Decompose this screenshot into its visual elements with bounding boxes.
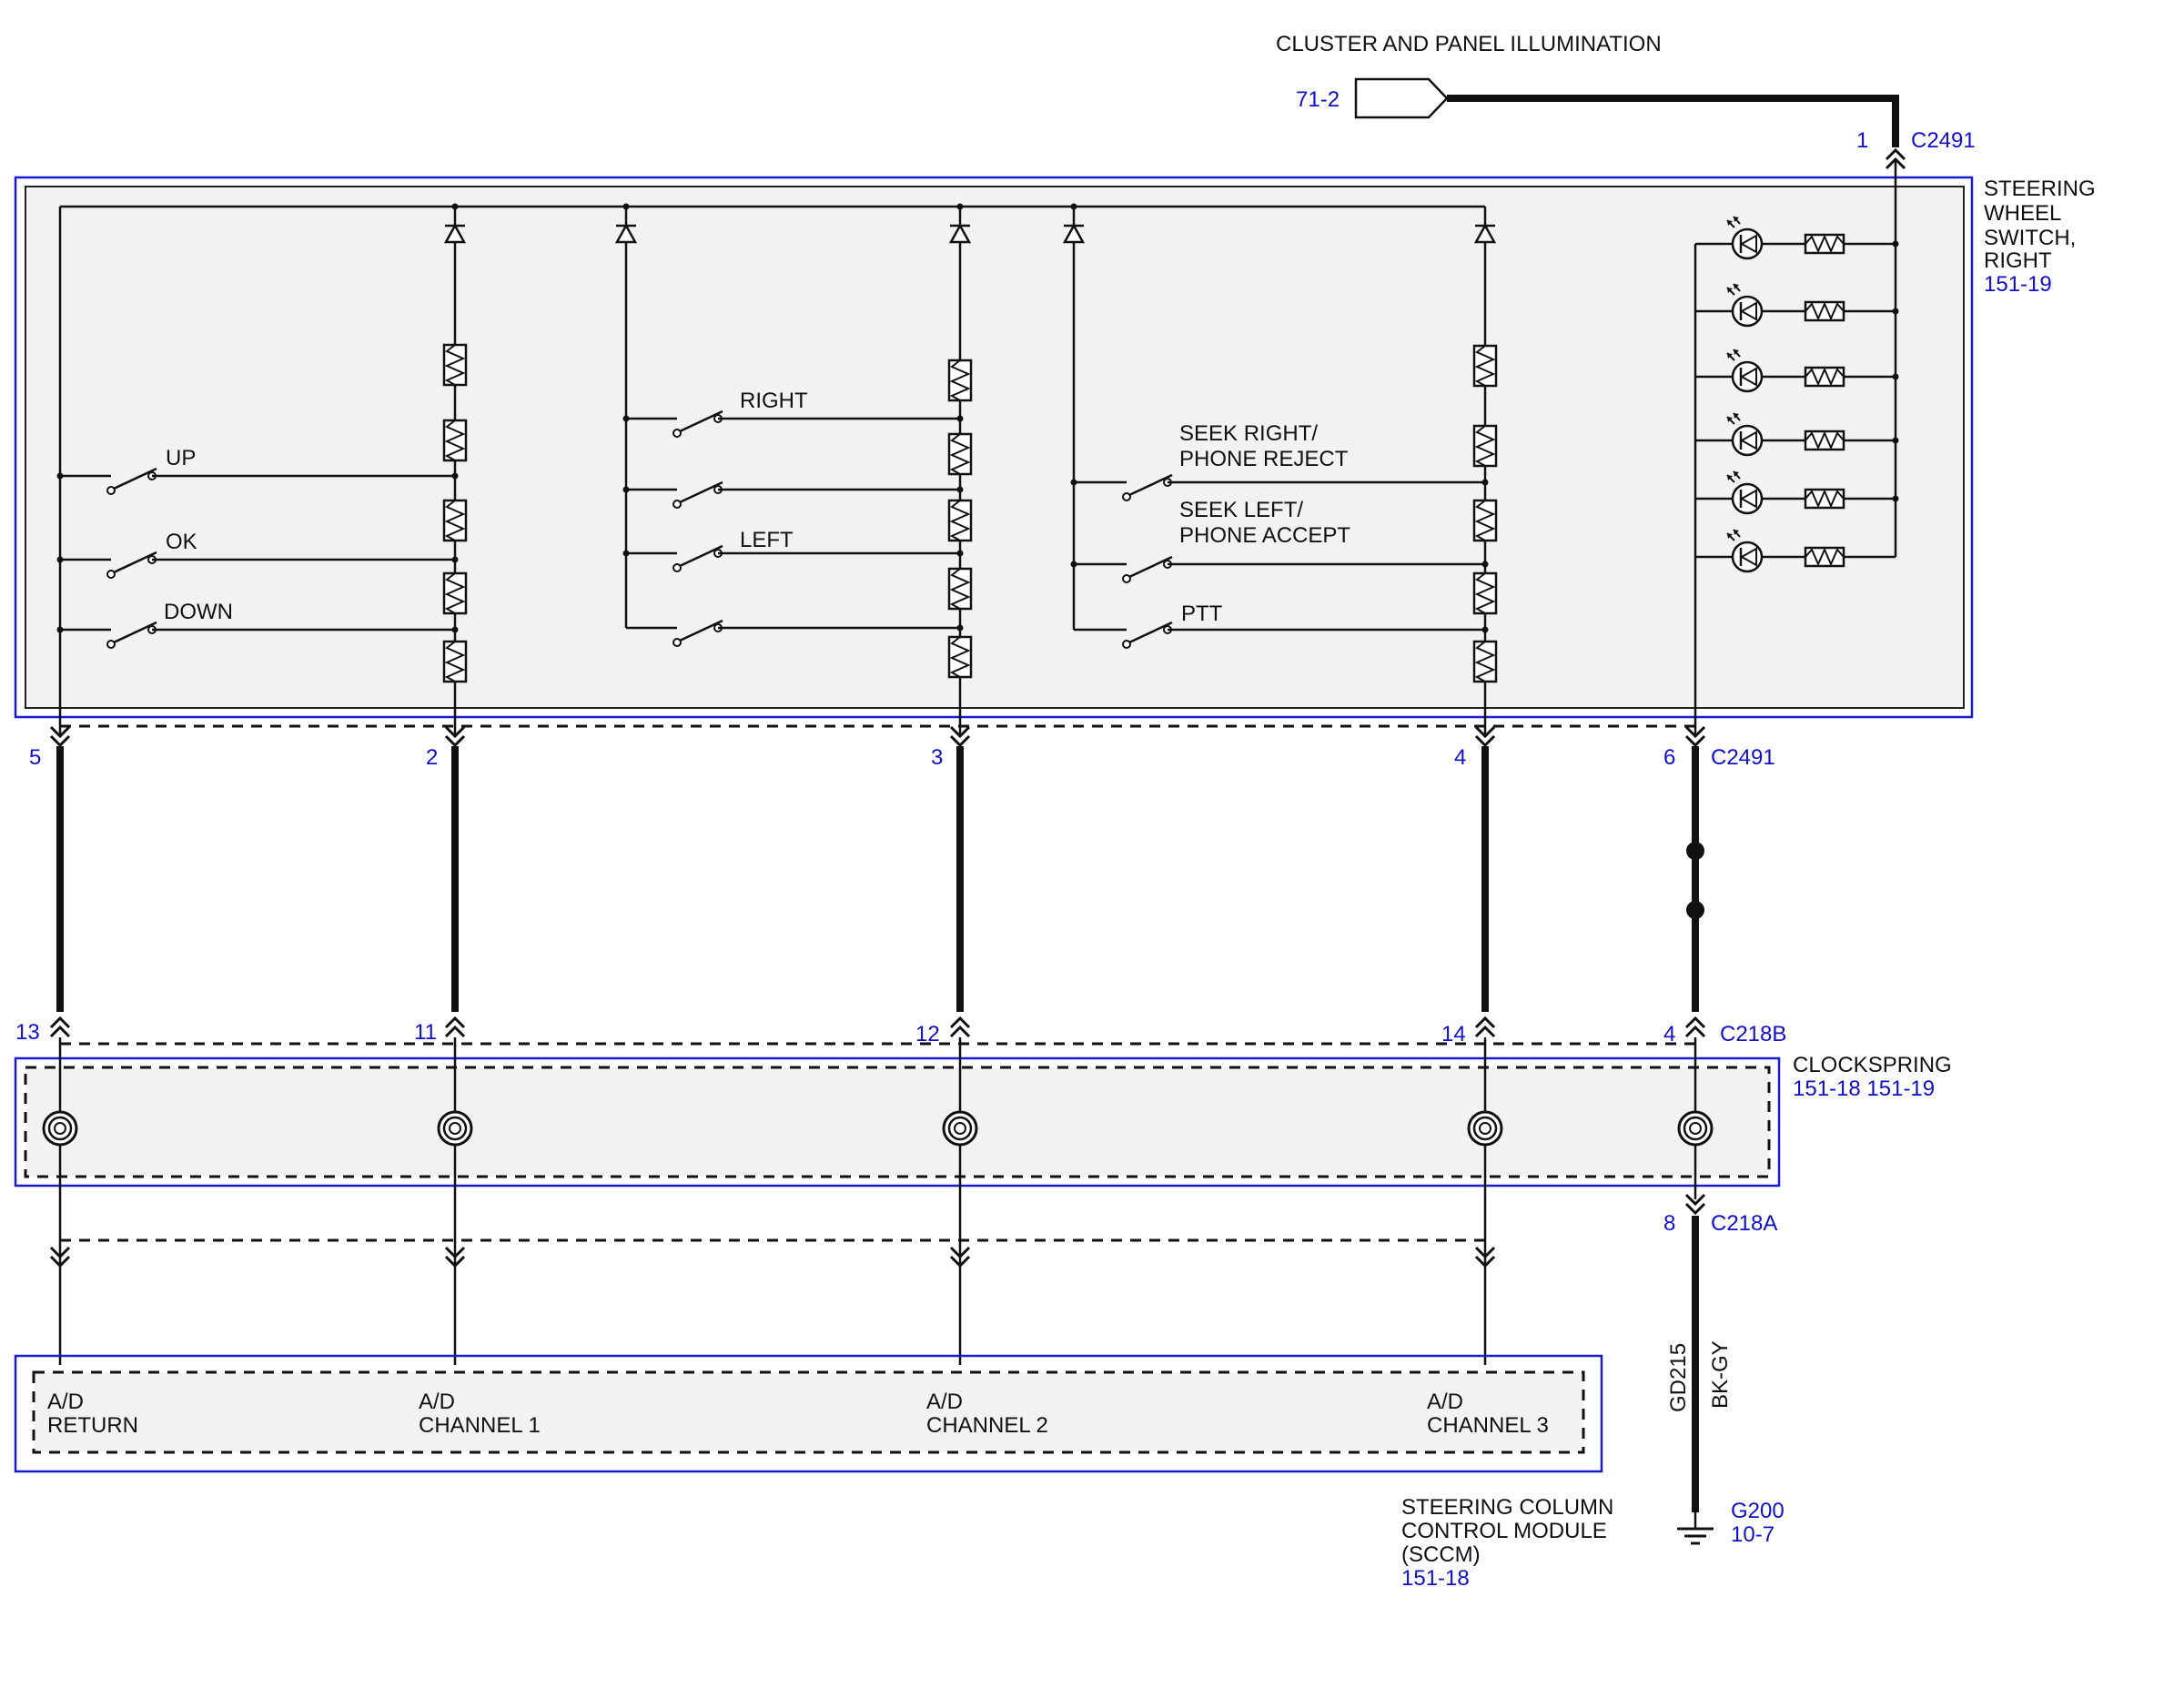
sccm-pin-ch1-1: A/D [419, 1390, 455, 1414]
switch-name-line1: STEERING [1984, 177, 2096, 201]
c2491-label-top: C2491 [1911, 128, 1976, 153]
label-seek-right-2: PHONE REJECT [1179, 447, 1349, 471]
sccm-name-line1: STEERING COLUMN [1401, 1495, 1613, 1520]
label-down: DOWN [164, 600, 233, 624]
illumination-feed-wire [1447, 95, 1899, 147]
label-seek-left-2: PHONE ACCEPT [1179, 523, 1350, 548]
clockspring-name: CLOCKSPRING [1793, 1053, 1952, 1077]
label-ptt: PTT [1181, 601, 1223, 626]
sccm-pin-return-2: RETURN [47, 1413, 138, 1438]
sccm-name-line2: CONTROL MODULE [1401, 1519, 1607, 1543]
ground-icon [1677, 1512, 1714, 1545]
source-ref: 71-2 [1296, 87, 1340, 112]
c218a-label: C218A [1711, 1211, 1777, 1236]
label-seek-right-1: SEEK RIGHT/ [1179, 421, 1318, 446]
c2491-pin6: 6 [1663, 745, 1675, 770]
sccm-pin-ch2-1: A/D [926, 1390, 963, 1414]
sccm-pin-ch2-2: CHANNEL 2 [926, 1413, 1048, 1438]
switch-ref: 151-19 [1984, 272, 2052, 297]
wire-color-bk-gy: BK-GY [1708, 1340, 1733, 1409]
c2491-pin4: 4 [1454, 745, 1466, 770]
illumination-led-array [1695, 215, 1896, 573]
c2491-pin5: 5 [29, 745, 41, 770]
clockspring-coil-icon [1677, 1110, 1714, 1147]
c218b-pin11: 11 [414, 1020, 437, 1045]
sccm-ref: 151-18 [1401, 1566, 1470, 1591]
sccm-pin-return-1: A/D [47, 1390, 84, 1414]
sccm-body [32, 1370, 1585, 1454]
clockspring-coil-icon [437, 1110, 473, 1147]
c218a-pin8: 8 [1663, 1211, 1675, 1236]
clockspring-refs: 151-18 151-19 [1793, 1076, 1935, 1101]
label-left: LEFT [740, 528, 794, 552]
page-title: CLUSTER AND PANEL ILLUMINATION [1276, 32, 1662, 56]
sccm-name-line3: (SCCM) [1401, 1542, 1481, 1567]
c218b-pin13: 13 [15, 1020, 40, 1045]
steering-switch-outline [14, 176, 1974, 719]
switch-name-line4: RIGHT [1984, 248, 2052, 273]
ground-ref: 10-7 [1731, 1522, 1774, 1547]
c2491-pin3: 3 [931, 745, 943, 770]
clockspring-coil-icon [42, 1110, 78, 1147]
label-up: UP [166, 446, 196, 470]
label-right: RIGHT [740, 389, 808, 413]
c218b-pin14: 14 [1441, 1022, 1466, 1046]
c218b-pin4: 4 [1663, 1022, 1675, 1046]
sccm-outline [14, 1354, 1603, 1473]
clockspring-coil-icon [942, 1110, 978, 1147]
circuit-gd215: GD215 [1666, 1343, 1691, 1412]
clockspring-coil-icon [1467, 1110, 1503, 1147]
ground-g200: G200 [1731, 1499, 1785, 1523]
sccm-pin-ch3-2: CHANNEL 3 [1427, 1413, 1549, 1438]
sccm-pin-ch1-2: CHANNEL 1 [419, 1413, 541, 1438]
switch-name-line3: SWITCH, [1984, 226, 2076, 250]
source-connector [1354, 77, 1449, 119]
switch-name-line2: WHEEL [1984, 201, 2061, 226]
splice-2 [1686, 901, 1704, 919]
label-ok: OK [166, 530, 197, 554]
label-seek-left-1: SEEK LEFT/ [1179, 498, 1303, 522]
clockspring-body [24, 1066, 1771, 1178]
steering-switch-body [25, 186, 1965, 709]
splice-1 [1686, 842, 1704, 860]
sccm-pin-ch3-1: A/D [1427, 1390, 1463, 1414]
clockspring-outline [14, 1056, 1781, 1188]
c218b-label: C218B [1720, 1022, 1786, 1046]
c2491-pin2: 2 [426, 745, 438, 770]
c2491-label-bottom: C2491 [1711, 745, 1775, 770]
c2491-pin1: 1 [1856, 128, 1868, 153]
c218b-pin12: 12 [915, 1022, 940, 1046]
